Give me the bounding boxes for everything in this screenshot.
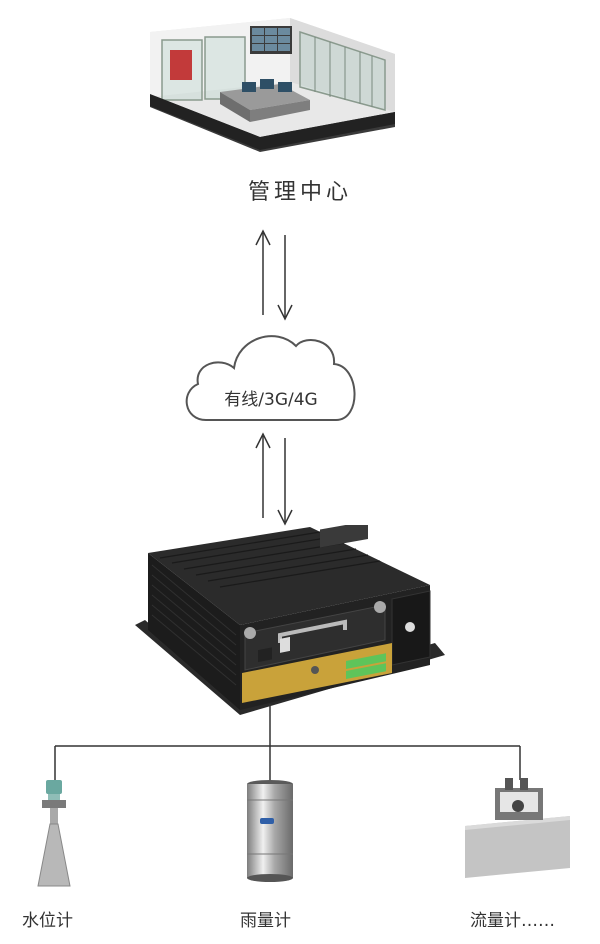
management-center-label: 管理中心: [247, 180, 352, 205]
connection-bus-lines: [54, 704, 521, 780]
data-terminal-device-image: [135, 525, 445, 715]
network-cloud-icon: [185, 335, 356, 421]
sensor-label-flow-meter: 流量计……: [470, 911, 555, 931]
network-label: 有线/3G/4G: [224, 390, 318, 410]
bidirectional-arrows-top: [255, 229, 293, 321]
management-center-room-image: [150, 18, 395, 152]
sensor-label-rain-gauge: 雨量计: [240, 911, 291, 931]
bidirectional-arrows-bottom: [255, 432, 293, 526]
flow-meter-icon: [465, 778, 570, 878]
radar-level-sensor-icon: [37, 780, 71, 887]
sensor-label-water-level: 水位计: [22, 911, 73, 931]
rain-gauge-icon: [247, 780, 293, 882]
